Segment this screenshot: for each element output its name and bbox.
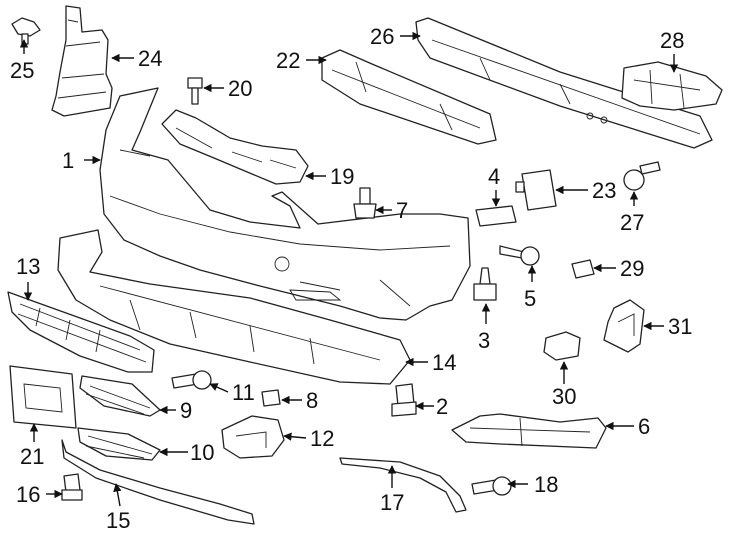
cap-part-8	[261, 389, 281, 407]
callout-28: 28	[660, 28, 684, 53]
sensor-part-30	[543, 331, 581, 361]
callout-13: 13	[16, 254, 40, 279]
beam-part-26	[415, 17, 713, 149]
callout-14: 14	[432, 350, 456, 375]
callout-27: 27	[620, 210, 644, 235]
callout-17: 17	[380, 490, 404, 515]
sensor-part-23	[515, 169, 557, 211]
bolt-part-18	[471, 476, 512, 496]
leader-lines	[19, 31, 679, 507]
callout-10: 10	[190, 440, 214, 465]
callout-20: 20	[228, 76, 252, 101]
callout-23: 23	[592, 178, 616, 203]
callout-24: 24	[138, 46, 162, 71]
retainer-part-2	[391, 383, 417, 417]
bracket-part-12	[221, 415, 285, 459]
bolt-part-27	[623, 161, 661, 191]
callout-8: 8	[306, 388, 318, 413]
callout-19: 19	[330, 164, 354, 189]
callout-9: 9	[180, 398, 192, 423]
clip-part-16	[61, 473, 83, 501]
grille-insert-part-9	[79, 375, 161, 417]
callout-25: 25	[10, 58, 34, 83]
molding-part-17	[339, 457, 467, 513]
plate-bracket-part-21	[9, 365, 77, 429]
callout-7: 7	[396, 198, 408, 223]
bracket-part-31	[603, 299, 645, 353]
callout-26: 26	[370, 24, 394, 49]
bracket-part-24	[51, 5, 113, 117]
callout-1: 1	[62, 148, 74, 173]
callout-5: 5	[524, 286, 536, 311]
callout-16: 16	[16, 482, 40, 507]
callout-2: 2	[436, 394, 448, 419]
absorber-part-22	[321, 49, 497, 145]
callout-15: 15	[106, 508, 130, 533]
grille-insert-part-10	[77, 427, 161, 461]
screw-part-5	[499, 245, 540, 266]
clip-part-4	[475, 205, 517, 227]
molding-part-15	[61, 439, 255, 525]
callout-21: 21	[20, 444, 44, 469]
bolt-part-7	[353, 187, 377, 219]
clip-part-3	[473, 267, 497, 301]
callout-3: 3	[478, 328, 490, 353]
callout-12: 12	[310, 426, 334, 451]
callout-11: 11	[232, 380, 255, 405]
clip-part-25	[11, 17, 41, 45]
connector-part-29	[571, 259, 595, 279]
callout-30: 30	[552, 384, 576, 409]
bumper-cover-part-1	[99, 87, 471, 321]
callout-22: 22	[276, 48, 300, 73]
grille-part-13	[7, 291, 155, 373]
callout-29: 29	[620, 256, 644, 281]
callout-31: 31	[668, 314, 692, 339]
bracket-part-28	[621, 61, 723, 111]
callout-6: 6	[638, 414, 650, 439]
bolt-part-20	[187, 77, 203, 105]
bracket-part-6	[451, 413, 607, 449]
support-part-19	[161, 109, 309, 185]
bolt-part-11	[171, 370, 212, 390]
callout-numbers: 1 2 3 4 5 6 7 8 9 10 11 12 13 14 15 16 1…	[10, 24, 692, 533]
callout-4: 4	[488, 164, 500, 189]
callout-18: 18	[534, 472, 558, 497]
